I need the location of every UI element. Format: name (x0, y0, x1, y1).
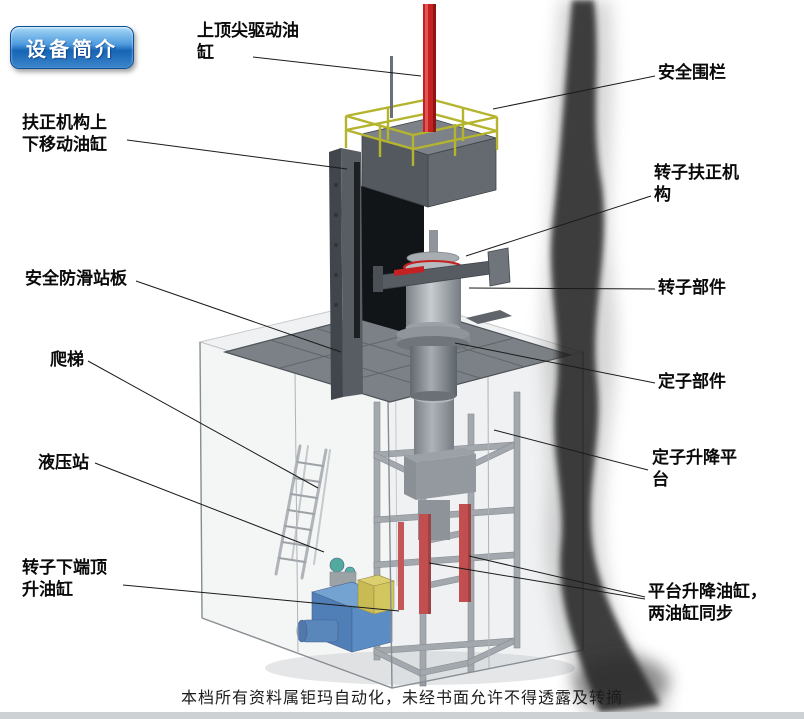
label-stator-lift-platform: 定子升降平台 (652, 448, 737, 490)
confidentiality-notice: 本档所有资料属钜玛自动化，未经书面允许不得透露及转摘 (180, 690, 623, 707)
leader-line-rotor-jack-cylinder (122, 584, 400, 612)
label-rotor-centering-mechanism: 转子扶正机构 (654, 163, 739, 205)
label-stator-part: 定子部件 (658, 372, 726, 391)
platform-lift-cylinder-left (419, 514, 431, 614)
rotor-assembly (396, 230, 470, 401)
ladder-graphic (274, 444, 331, 580)
leader-line-centering-cylinder (126, 139, 348, 170)
label-anti-slip-platform: 安全防滑站板 (25, 269, 127, 288)
leader-line-safety-fence (492, 75, 656, 110)
label-centering-cylinder: 扶正机构上下移动油缸 (22, 113, 107, 155)
bottom-bar (0, 712, 804, 719)
leader-line-platform-lift-1 (468, 555, 646, 598)
top-drive-cylinder-rod (390, 4, 436, 132)
leader-line-platform-lift-2 (428, 562, 646, 600)
label-rotor-jack-cylinder: 转子下端顶升油缸 (22, 558, 107, 600)
lift-cylinders-graphic (398, 504, 471, 614)
label-hydraulic-station: 液压站 (38, 453, 89, 472)
label-ladder: 爬梯 (50, 350, 84, 369)
floor-shadow (265, 651, 575, 685)
rotor-centering-arm (372, 247, 511, 292)
label-rotor-part: 转子部件 (658, 278, 726, 297)
enclosure-back (198, 295, 585, 587)
stator-support-column (404, 393, 476, 540)
title-badge: 设备简介 (10, 26, 134, 69)
leader-line-ladder (87, 360, 319, 489)
label-safety-fence: 安全围栏 (658, 63, 726, 82)
hydraulic-unit (296, 557, 396, 653)
machine-head (360, 117, 498, 208)
platform-lift-cylinder-right (459, 504, 471, 602)
leader-line-stator-part (454, 342, 656, 384)
walkway-platform (222, 304, 573, 403)
machine-column (329, 148, 363, 400)
rotor-jack-cylinder-rod (398, 522, 404, 610)
label-top-drive-cylinder: 上顶尖驱动油缸 (197, 21, 299, 63)
leader-line-anti-slip-platform (135, 280, 342, 353)
safety-fence-railing (344, 97, 499, 166)
inner-frame (373, 391, 521, 687)
leader-line-rotor-part (468, 287, 656, 290)
leader-line-rotor-centering (465, 195, 652, 257)
label-platform-lift-cylinders: 平台升降油缸，两油缸同步 (648, 582, 767, 624)
leader-line-hydraulic-station (94, 462, 325, 553)
enclosure-front (199, 341, 584, 689)
leader-line-stator-lift-platform (493, 429, 649, 471)
machine-cavity (361, 186, 424, 338)
